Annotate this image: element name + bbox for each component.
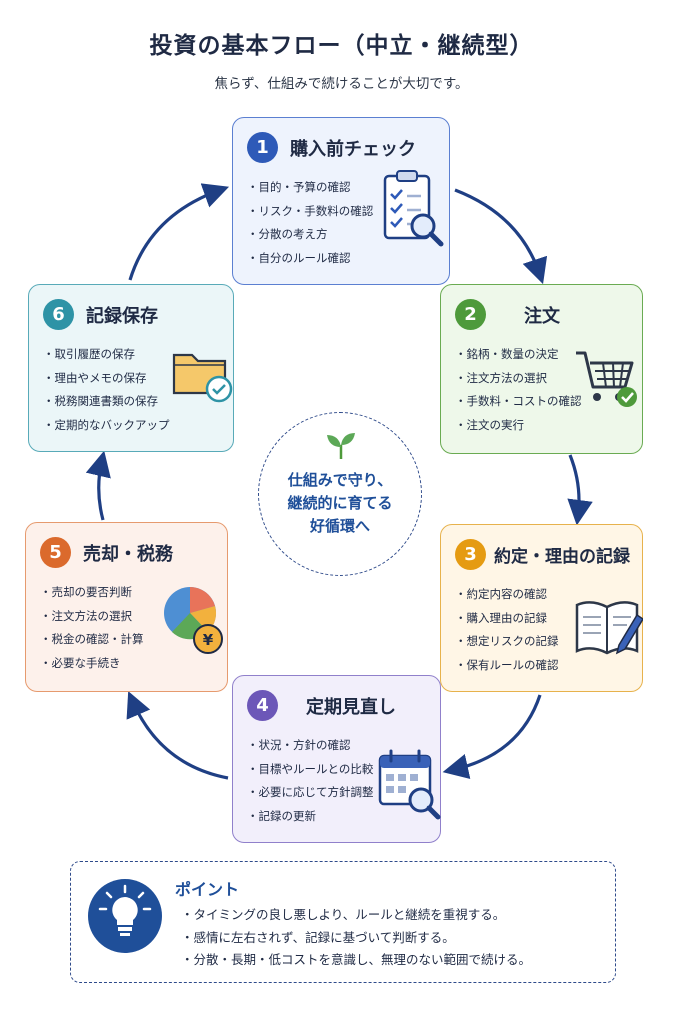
step-item-list: 銘柄・数量の決定 注文方法の選択 手数料・コストの確認 注文の実行 (455, 343, 582, 437)
step-card-2: 2 注文 銘柄・数量の決定 注文方法の選択 手数料・コストの確認 注文の実行 (440, 284, 643, 454)
list-item: リスク・手数料の確認 (247, 200, 374, 224)
step-card-4: 4 定期見直し 状況・方針の確認 目標やルールとの比較 必要に応じて方針調整 記… (232, 675, 441, 843)
list-item: 注文方法の選択 (40, 605, 144, 629)
list-item: 約定内容の確認 (455, 583, 559, 607)
arrow-4-to-5 (126, 691, 229, 780)
step-number-badge: 1 (247, 132, 278, 163)
list-item: 取引履歴の保存 (43, 343, 170, 367)
step-number-badge: 4 (247, 690, 278, 721)
sprout-icon (327, 433, 355, 459)
shopping-cart-check-icon (576, 351, 637, 407)
list-item: 注文の実行 (455, 414, 582, 438)
point-list: タイミングの良し悪しより、ルールと継続を重視する。 感情に左右されず、記録に基づ… (181, 904, 532, 972)
list-item: 税金の確認・計算 (40, 628, 144, 652)
step-card-5: 5 売却・税務 売却の要否判断 注文方法の選択 税金の確認・計算 必要な手続き … (25, 522, 228, 692)
step-title: 約定・理由の記録 (494, 547, 630, 567)
list-item: 売却の要否判断 (40, 581, 144, 605)
center-message: 仕組みで守り、 継続的に育てる 好循環へ (258, 412, 422, 576)
list-item: 想定リスクの記録 (455, 630, 559, 654)
center-line: 好循環へ (309, 517, 370, 535)
step-title: 記録保存 (86, 305, 158, 327)
list-item: 感情に左右されず、記録に基づいて判断する。 (181, 927, 531, 950)
arrow-1-to-2 (454, 188, 548, 285)
step-number-badge: 2 (455, 299, 486, 330)
step-title: 定期見直し (306, 696, 396, 718)
list-item: 自分のルール確認 (247, 247, 373, 271)
arrow-5-to-6 (85, 450, 111, 521)
clipboard-magnifier-icon (383, 170, 444, 247)
step-title: 購入前チェック (290, 138, 416, 160)
notebook-pen-icon (575, 601, 643, 655)
list-item: 必要な手続き (40, 652, 144, 676)
point-title: ポイント (175, 880, 240, 899)
list-item: 銘柄・数量の決定 (455, 343, 582, 367)
arrow-2-to-3 (567, 454, 593, 526)
list-item: 定期的なバックアップ (43, 414, 170, 438)
folder-check-icon (172, 353, 233, 403)
calendar-magnifier-icon (378, 749, 441, 820)
step-title: 注文 (524, 305, 560, 327)
step-item-list: 状況・方針の確認 目標やルールとの比較 必要に応じて方針調整 記録の更新 (247, 734, 374, 828)
lightbulb-icon (88, 879, 162, 953)
arrow-6-to-1 (128, 183, 230, 281)
list-item: タイミングの良し悪しより、ルールと継続を重視する。 (181, 904, 531, 927)
step-card-6: 6 記録保存 取引履歴の保存 理由やメモの保存 税務関連書類の保存 定期的なバッ… (28, 284, 234, 452)
list-item: 必要に応じて方針調整 (247, 781, 374, 805)
list-item: 保有ルールの確認 (455, 654, 559, 678)
center-line: 継続的に育てる (287, 494, 393, 512)
step-item-list: 約定内容の確認 購入理由の記録 想定リスクの記録 保有ルールの確認 (455, 583, 559, 677)
pie-chart-yen-icon: ¥ (164, 587, 223, 654)
list-item: 分散の考え方 (247, 223, 373, 247)
point-box: ポイント タイミングの良し悪しより、ルールと継続を重視する。 感情に左右されず、… (70, 861, 616, 983)
step-number-badge: 3 (455, 539, 486, 570)
step-card-1: 1 購入前チェック 目的・予算の確認 リスク・手数料の確認 分散の考え方 自分の… (232, 117, 450, 285)
list-item: 税務関連書類の保存 (43, 390, 170, 414)
step-item-list: 売却の要否判断 注文方法の選択 税金の確認・計算 必要な手続き (40, 581, 144, 675)
step-number-badge: 6 (43, 299, 74, 330)
list-item: 理由やメモの保存 (43, 367, 170, 391)
list-item: 目標やルールとの比較 (247, 758, 374, 782)
list-item: 注文方法の選択 (455, 367, 582, 391)
list-item: 手数料・コストの確認 (455, 390, 582, 414)
step-item-list: 取引履歴の保存 理由やメモの保存 税務関連書類の保存 定期的なバックアップ (43, 343, 170, 437)
list-item: 分散・長期・低コストを意識し、無理のない範囲で続ける。 (181, 949, 532, 972)
page-title: 投資の基本フロー（中立・継続型） (149, 33, 534, 59)
list-item: 購入理由の記録 (455, 607, 559, 631)
center-line: 仕組みで守り、 (287, 471, 393, 489)
step-title: 売却・税務 (83, 543, 173, 565)
list-item: 記録の更新 (247, 805, 374, 829)
step-item-list: 目的・予算の確認 リスク・手数料の確認 分散の考え方 自分のルール確認 (247, 176, 374, 271)
step-number-badge: 5 (40, 537, 71, 568)
arrow-3-to-4 (442, 694, 542, 780)
list-item: 状況・方針の確認 (247, 734, 374, 758)
svg-text:¥: ¥ (203, 631, 214, 649)
page-subtitle: 焦らず、仕組みで続けることが大切です。 (214, 76, 469, 92)
step-card-3: 3 約定・理由の記録 約定内容の確認 購入理由の記録 想定リスクの記録 保有ルー… (440, 524, 643, 692)
list-item: 目的・予算の確認 (247, 176, 373, 200)
